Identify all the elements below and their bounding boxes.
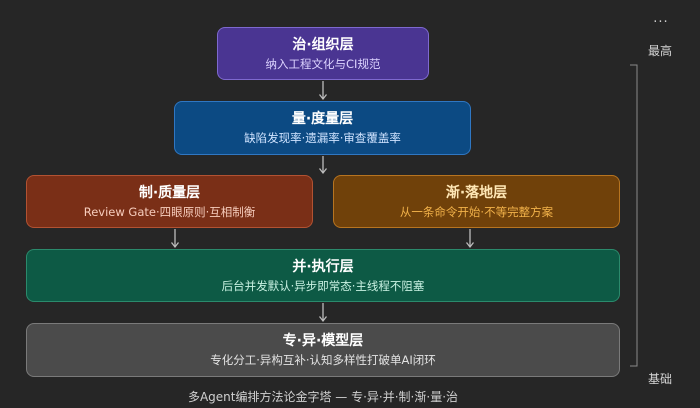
layer-execution-title: 并·执行层 [292, 258, 354, 275]
layer-governance: 治·组织层 纳入工程文化与CI规范 [217, 27, 429, 80]
diagram-caption: 多Agent编排方法论金字塔 — 专·异·并·制·渐·量·治 [187, 390, 459, 404]
side-label-bottom: 基础 [647, 372, 672, 386]
side-label-top: 最高 [647, 44, 672, 58]
layer-adoption-title: 渐·落地层 [445, 184, 508, 201]
layer-execution: 并·执行层 后台并发默认·异步即常态·主线程不阻塞 [26, 249, 620, 302]
layer-quality-title: 制·质量层 [138, 184, 201, 201]
layer-measure-subtitle: 缺陷发现率·遗漏率·审查覆盖率 [244, 131, 401, 145]
layer-model: 专·异·模型层 专化分工·异构互补·认知多样性打破单AI闭环 [26, 323, 620, 377]
layer-execution-subtitle: 后台并发默认·异步即常态·主线程不阻塞 [221, 278, 425, 293]
layer-measure-title: 量·度量层 [291, 111, 354, 127]
layer-adoption-subtitle: 从一条命令开始·不等完整方案 [399, 204, 554, 219]
layer-model-title: 专·异·模型层 [282, 333, 364, 349]
layer-measure: 量·度量层 缺陷发现率·遗漏率·审查覆盖率 [174, 101, 471, 155]
layer-governance-subtitle: 纳入工程文化与CI规范 [265, 56, 381, 71]
layer-governance-title: 治·组织层 [292, 36, 354, 53]
layer-model-subtitle: 专化分工·异构互补·认知多样性打破单AI闭环 [210, 353, 436, 367]
layer-quality-subtitle: Review Gate·四眼原则·互相制衡 [83, 204, 256, 219]
layer-adoption: 渐·落地层 从一条命令开始·不等完整方案 [333, 175, 620, 228]
side-bracket [630, 64, 638, 367]
layer-quality: 制·质量层 Review Gate·四眼原则·互相制衡 [26, 175, 313, 228]
more-icon: ··· [653, 15, 669, 30]
